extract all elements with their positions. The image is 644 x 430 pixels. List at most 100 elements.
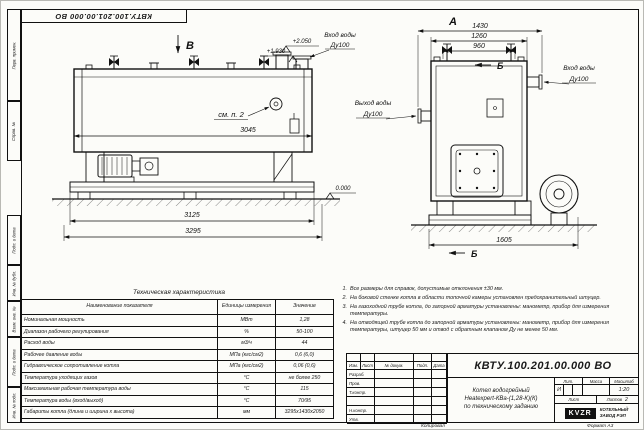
side-view: В Вход воды Ду100 +2.050 +1.930 0.000 см…	[52, 31, 356, 241]
lit-value: И	[555, 385, 565, 395]
valve-icon	[259, 55, 269, 69]
spec-value-cell: не более 250	[275, 371, 334, 384]
section-label-b-top: Б	[497, 61, 504, 71]
role-label-cell	[347, 397, 375, 406]
front-view: А 1430 1260 960 1605 Б Б Выход воды Ду10…	[355, 16, 597, 259]
product-name: Котел водогрейный Heatexpert-КВа-(1,28-К…	[448, 378, 555, 422]
date-cell	[432, 379, 447, 388]
spec-value-cell: 0,6 (6,0)	[275, 348, 334, 361]
note-number: 4.	[342, 320, 348, 327]
level-top-label: +2.050	[293, 39, 312, 45]
spec-row: Температура уходящих газов °С не более 2…	[21, 371, 334, 384]
valve-icon	[109, 55, 119, 69]
strip-box-podp-data-2: Подп. и дата	[7, 337, 21, 387]
date-cell	[432, 397, 447, 406]
spec-name-cell: Рабочее давление воды	[21, 348, 218, 361]
spec-name-cell: Габариты котла (длина и ширина х высота)	[21, 406, 218, 419]
company-cell: KVZR КОТЕЛЬНЫЙ ЗАВОД РЭП	[555, 404, 638, 422]
spec-units-cell: °С	[217, 371, 276, 384]
spec-units-cell: %	[217, 325, 276, 338]
spec-table-body: Номинальная мощность МВт 1,28 Диапазон р…	[21, 314, 334, 419]
name-cell	[375, 388, 414, 397]
name-cell	[375, 415, 414, 424]
format-label: Формат А3	[587, 424, 614, 429]
dim-1260: 1260	[471, 33, 487, 40]
strip-box-sprav: Справ. №	[7, 101, 21, 161]
spec-value-cell: 1,28	[275, 314, 334, 327]
signature-cell	[414, 415, 432, 424]
strip-label: Взам. инв. №	[11, 306, 17, 332]
spec-value-cell: 0,06 (0,6)	[275, 360, 334, 373]
spec-value-cell: 115	[275, 383, 334, 396]
spec-row: Расход воды м3/ч 44	[21, 337, 334, 350]
pipe-stub-icon	[149, 62, 159, 70]
inlet-dn-label: Ду100	[330, 42, 350, 49]
signature-cell	[414, 406, 432, 415]
top-doc-number-stamp: КВТУ.100.201.00.000 ВО	[21, 9, 187, 23]
spec-row: Диапазон рабочего регулирования % 50-100	[21, 325, 334, 338]
strip-box-podp-data-1: Подп. и дата	[7, 215, 21, 265]
kopiroval-label: Копировал	[421, 424, 445, 429]
note-item: 3. На газоходной трубе котла, до запорно…	[339, 304, 637, 318]
scale-value: 1:20	[618, 387, 630, 393]
inlet-dn-label: Ду100	[569, 76, 589, 83]
name-cell	[375, 397, 414, 406]
notes-list: 1. Все размеры для справок, допустимые о…	[339, 286, 637, 336]
strip-label: Инв. № подл.	[11, 392, 17, 418]
date-cell	[432, 388, 447, 397]
title-block-meta: Лит. Масса Масштаб И 1:20 Лист	[555, 378, 638, 422]
spec-units-cell: °С	[217, 383, 276, 396]
note-number: 1.	[342, 286, 348, 292]
strip-box-perv-primen: Перв. примен.	[7, 9, 21, 101]
spec-units-cell: МПа (кгс/см2)	[217, 360, 276, 373]
lifting-lug-icon	[85, 64, 93, 70]
strip-label: Инв. № дубл.	[11, 270, 17, 296]
date-cell	[432, 406, 447, 415]
level-gauge-icon	[289, 118, 300, 134]
mass-value	[583, 385, 611, 395]
spec-value-cell: 3295х1430х2050	[275, 406, 334, 419]
company-name: КОТЕЛЬНЫЙ ЗАВОД РЭП	[599, 407, 629, 418]
ground-hatch	[52, 199, 340, 206]
spec-units-cell: мм	[217, 406, 276, 419]
spec-name-cell: Температура уходящих газов	[21, 371, 218, 384]
spec-header-cell: Значение	[275, 299, 334, 315]
level-zero-label: 0.000	[335, 186, 351, 192]
dim-960: 960	[473, 43, 485, 50]
section-label-b-bottom: Б	[471, 249, 478, 259]
ground-hatch	[411, 225, 597, 232]
valve-icon	[189, 55, 199, 69]
flue-stub	[275, 54, 289, 70]
spec-row: Максимальная рабочая температура воды °С…	[21, 383, 334, 396]
dim-1605: 1605	[496, 237, 512, 244]
pipe-stub-icon	[226, 62, 236, 70]
signature-cell	[414, 379, 432, 388]
spec-row: Гидравлическое сопротивление котла МПа (…	[21, 360, 334, 373]
spec-name-cell: Температура воды (вход/выход)	[21, 394, 218, 407]
inspection-hatch	[486, 98, 504, 118]
strip-box-inv-podl: Инв. № подл.	[7, 387, 21, 423]
revision-header-cell: Изм.	[347, 362, 361, 370]
strip-box-inv-dubl: Инв. № дубл.	[7, 265, 21, 301]
boiler-front-shell	[430, 60, 528, 202]
spec-row: Температура воды (вход/выход) °С 70/95	[21, 394, 334, 407]
spec-header-cell: Единицы измерения	[217, 299, 276, 315]
note-text: На боковой стенке котла в области топочн…	[350, 295, 601, 302]
sheets-cell: Листов 2	[606, 396, 628, 403]
revision-header-cell: Дата	[432, 362, 447, 370]
spec-row: Номинальная мощность МВт 1,28	[21, 314, 334, 327]
frame-left-strip: Перв. примен. Справ. № Подп. и дата Инв.…	[7, 9, 21, 423]
date-cell	[432, 370, 447, 379]
revision-header-cell: Лист	[361, 362, 375, 370]
boiler-front-geometry	[356, 29, 597, 256]
burner-assembly	[97, 154, 159, 183]
boiler-shell	[73, 68, 313, 153]
water-inlet-stub	[526, 76, 540, 88]
boiler-door	[450, 144, 504, 198]
top-doc-number: КВТУ.100.201.00.000 ВО	[55, 11, 153, 21]
spec-table-title: Техническая характеристика	[132, 289, 226, 296]
